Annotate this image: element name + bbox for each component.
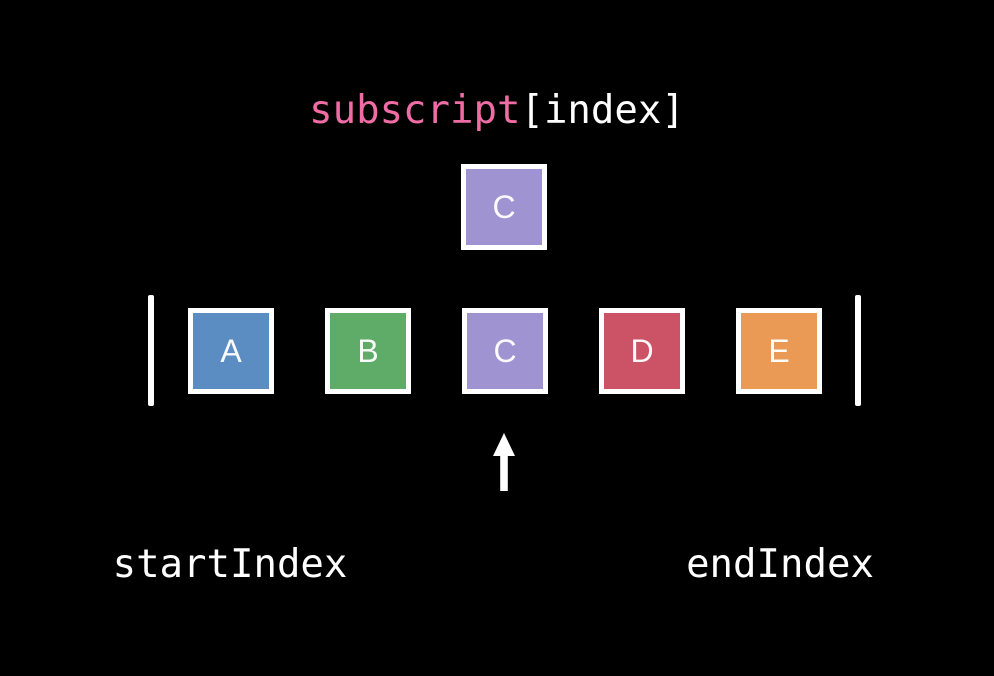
array-element-a: A: [188, 308, 274, 394]
array-element-d: D: [599, 308, 685, 394]
code-title-function: subscript: [309, 88, 521, 133]
array-element-c: C: [462, 308, 548, 394]
array-element-e: E: [736, 308, 822, 394]
code-title: subscript[index]: [0, 88, 994, 134]
array-element-b: B: [325, 308, 411, 394]
subscript-result-box: C: [461, 164, 547, 250]
array-start-bracket: [148, 295, 154, 406]
start-index-label: startIndex: [112, 542, 348, 587]
array-element-label: C: [493, 332, 517, 369]
up-arrow-icon: [493, 433, 515, 491]
array-element-label: E: [768, 332, 790, 369]
array-element-label: D: [630, 332, 654, 369]
array-end-bracket: [855, 295, 861, 406]
array-element-label: A: [220, 332, 242, 369]
array-element-label: B: [357, 332, 379, 369]
code-title-argument: [index]: [520, 88, 685, 133]
subscript-result-label: C: [492, 188, 516, 225]
end-index-label: endIndex: [686, 542, 874, 587]
